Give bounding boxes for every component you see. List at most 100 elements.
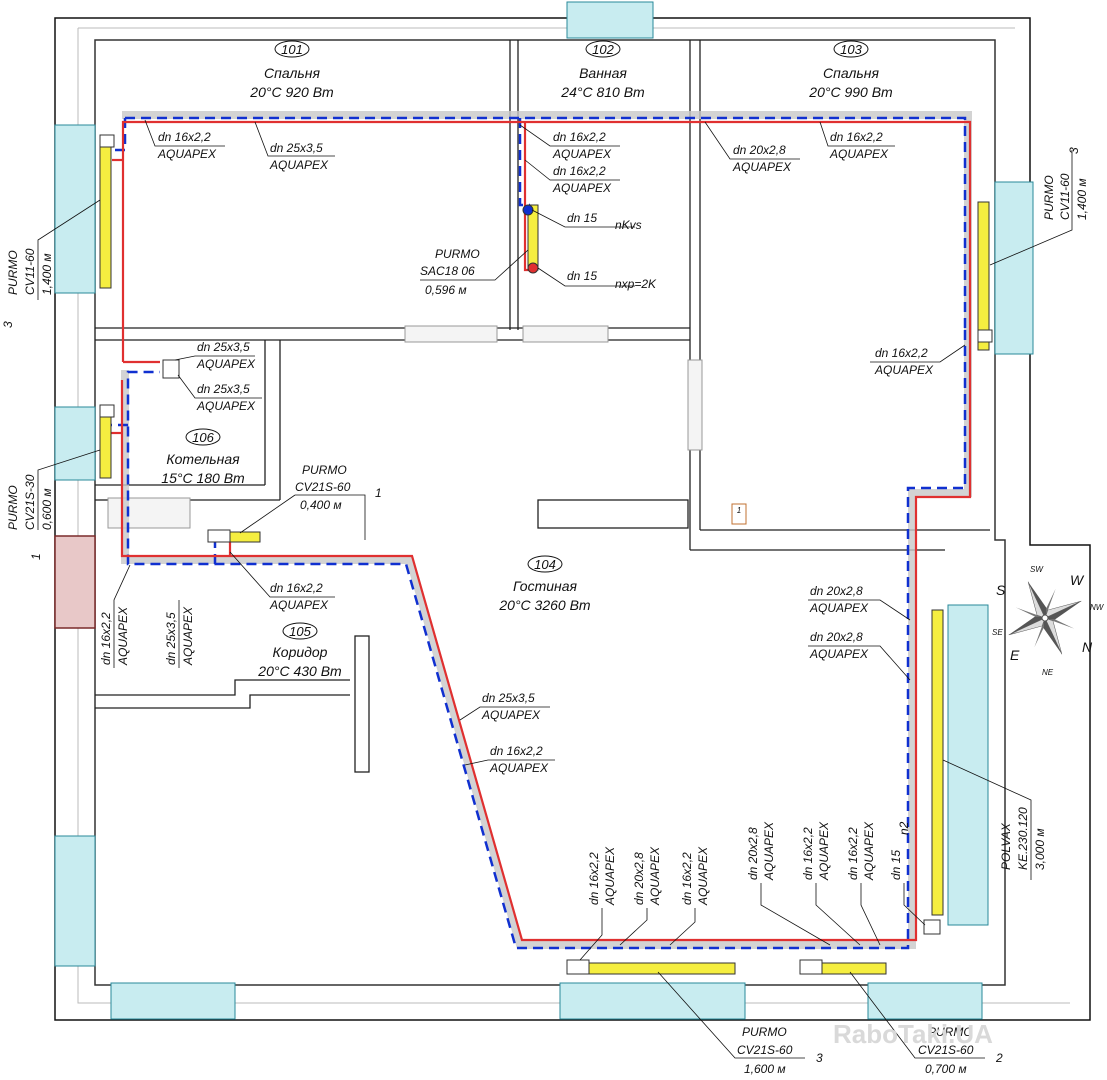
radiator-brand: PURMO [6, 250, 20, 295]
watermark: RaboTaki.UA [833, 1019, 993, 1049]
pipe-material: AQUAPEX [862, 821, 876, 881]
radiator-count: 1 [29, 553, 43, 560]
return-pipe-route [110, 116, 967, 950]
compass-rose [1008, 581, 1082, 655]
compass-e: E [1010, 647, 1020, 663]
pipe-material: AQUAPEX [696, 846, 710, 906]
radiator-model: CV21S-60 [737, 1043, 793, 1057]
supply-pipe-route [110, 120, 972, 942]
pipe-size: dn 20x2,8 [733, 143, 786, 157]
room-number: 102 [592, 42, 614, 57]
pipe-size: dn 16x2,2 [846, 827, 860, 880]
compass-n: N [1082, 639, 1093, 655]
pipe-material: AQUAPEX [157, 147, 217, 161]
radiator-count: 1 [375, 486, 382, 500]
radiator-brand: PURMO [6, 485, 20, 530]
compass-se: SE [992, 628, 1003, 637]
pipe-material: AQUAPEX [809, 647, 869, 661]
room-labels: 101 Спальня 20°C 920 Вт 102 Ванная 24°C … [161, 40, 893, 679]
radiator-count: n2 [897, 821, 911, 835]
radiator-model: KE.230.120 [1016, 807, 1030, 870]
radiator-brand: POLVAX [999, 822, 1013, 870]
pipe-size: dn 25x3,5 [197, 340, 250, 354]
radiator-count: 3 [1067, 147, 1081, 154]
radiator-brand: PURMO [1042, 175, 1056, 220]
pipe-size: dn 25x3,5 [164, 612, 178, 665]
radiator-brand: PURMO [742, 1025, 787, 1039]
room-spec: 24°C 810 Вт [560, 84, 645, 100]
room-name: Ванная [579, 65, 627, 81]
pipe-size: dn 20x2,8 [810, 584, 863, 598]
radiator-length: 0,600 м [40, 488, 54, 530]
radiator-length: 1,600 м [744, 1062, 786, 1076]
radiator-103 [977, 201, 990, 351]
pipe-size: dn 16x2,2 [801, 827, 815, 880]
room-spec: 20°C 3260 Вт [498, 597, 591, 613]
radiator-count: 2 [995, 1051, 1003, 1065]
radiator-specs: PURMO CV11-60 1,400 м 3 PURMO CV11-60 1,… [1, 147, 1089, 1076]
pipe-size: dn 20x2,8 [810, 630, 863, 644]
pipe-shadow [121, 111, 972, 949]
room-number: 104 [534, 557, 556, 572]
pipe-size: dn 25x3,5 [270, 141, 323, 155]
compass-s: S [996, 582, 1006, 598]
pipe-size: dn 16x2,2 [553, 164, 606, 178]
pipe-size: dn 16x2,2 [587, 852, 601, 905]
radiator-length: 0,596 м [425, 283, 467, 297]
pipe-material: AQUAPEX [181, 606, 195, 666]
section-mark [731, 503, 747, 525]
pipe-material: AQUAPEX [817, 821, 831, 881]
room-spec: 20°C 920 Вт [249, 84, 334, 100]
compass-nw: NW [1090, 603, 1105, 612]
radiator-106 [99, 411, 112, 479]
room-name: Спальня [264, 65, 320, 81]
pipe-material: AQUAPEX [874, 363, 934, 377]
entrance-door [54, 535, 96, 629]
pipe-material: AQUAPEX [829, 147, 889, 161]
pipe-material: AQUAPEX [196, 399, 256, 413]
radiator-brand: PURMO [435, 247, 480, 261]
pipe-material: AQUAPEX [489, 761, 549, 775]
pipe-size: dn 20x2,8 [632, 852, 646, 905]
compass-sw: SW [1030, 565, 1044, 574]
pipe-material: AQUAPEX [762, 821, 776, 881]
radiator-count: 3 [816, 1051, 823, 1065]
room-name: Гостиная [513, 578, 578, 594]
pipe-size: dn 16x2,2 [830, 130, 883, 144]
valve-size: dn 15 [567, 211, 597, 225]
windows [54, 1, 1034, 1020]
pipe-material: AQUAPEX [648, 846, 662, 906]
pipe-material: AQUAPEX [269, 158, 329, 172]
room-number: 101 [281, 42, 303, 57]
radiator-104-bottom-right [819, 962, 887, 975]
radiator-length: 1,400 м [40, 253, 54, 295]
radiator-length: 0,400 м [300, 498, 342, 512]
pipe-annotation-texts: dn 16x2,2 AQUAPEX dn 25x3,5 AQUAPEX dn 1… [157, 130, 934, 775]
radiator-length: 1,400 м [1075, 178, 1089, 220]
room-spec: 20°C 430 Вт [257, 663, 342, 679]
pipe-material: AQUAPEX [481, 708, 541, 722]
radiator-104-polvax [931, 609, 944, 916]
radiator-length: 3,000 м [1033, 828, 1047, 870]
pipe-material: AQUAPEX [116, 606, 130, 666]
radiator-model: SAC18 06 [420, 264, 475, 278]
pipe-size: dn 16x2,2 [99, 612, 113, 665]
radiator-model: CV11-60 [23, 248, 37, 295]
valve-size: dn 15 [567, 269, 597, 283]
pipe-size: dn 20x2,8 [746, 827, 760, 880]
pipe-annotations [144, 119, 966, 766]
vertical-pipe-annotations: dn 16x2,2 AQUAPEX dn 25x3,5 AQUAPEX dn 1… [99, 606, 911, 906]
compass-ne: NE [1042, 668, 1054, 677]
radiator-105 [229, 531, 261, 543]
pipe-size: dn 16x2,2 [490, 744, 543, 758]
pipe-material: AQUAPEX [552, 181, 612, 195]
pipe-material: AQUAPEX [603, 846, 617, 906]
room-number: 106 [192, 430, 214, 445]
radiator-count: 3 [1, 321, 15, 328]
vertical-leaders [113, 564, 926, 961]
room-spec: 15°C 180 Вт [161, 470, 245, 486]
pipe-size: dn 16x2,2 [680, 852, 694, 905]
pipe-size: dn 25x3,5 [482, 691, 535, 705]
pipe-size: dn 25x3,5 [197, 382, 250, 396]
